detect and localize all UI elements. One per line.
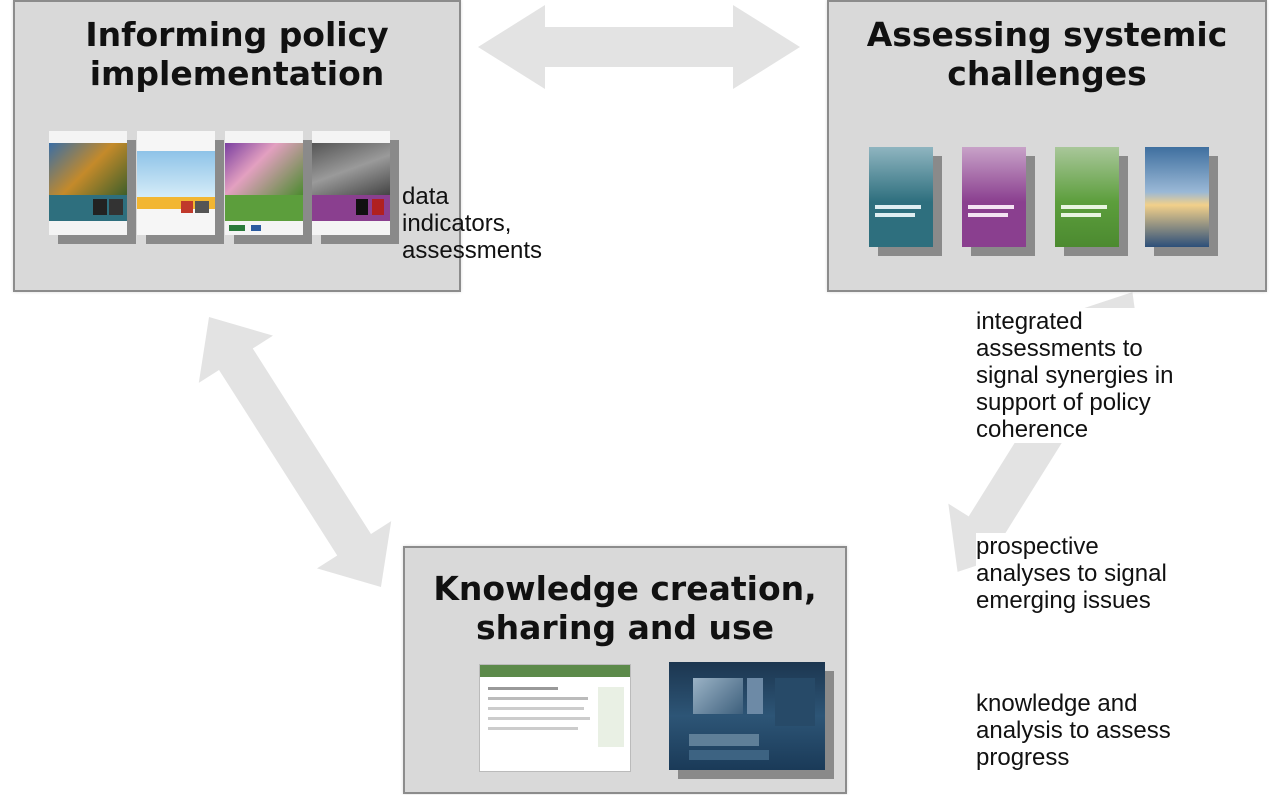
soer-cover-synthesis: [869, 147, 933, 247]
report-cover-water: [49, 131, 127, 235]
soer-cover-country: [1055, 147, 1119, 247]
informing-policy-box: Informing policy implementation: [13, 0, 461, 292]
report-cover-energy: [137, 131, 215, 235]
knowledge-creation-title: Knowledge creation, sharing and use: [433, 569, 817, 647]
informing-note: data indicators, assessments: [402, 183, 543, 264]
assessing-challenges-title: Assessing systemic challenges: [866, 15, 1228, 93]
report-cover-nature: [225, 131, 303, 235]
report-cover-urban: [312, 131, 390, 235]
assessing-note-progress: knowledge and analysis to assess progres…: [976, 690, 1171, 771]
website-screenshot-eye-on-earth: [669, 662, 825, 770]
knowledge-creation-box: Knowledge creation, sharing and use: [403, 546, 847, 794]
double-arrow-top: [478, 5, 800, 89]
assessing-note-prospective: prospective analyses to signal emerging …: [976, 533, 1173, 614]
assessing-note-integrated: integrated assessments to signal synergi…: [976, 308, 1180, 443]
soer-cover-global: [1145, 147, 1209, 247]
assessing-challenges-box: Assessing systemic challenges: [827, 0, 1267, 292]
informing-policy-title: Informing policy implementation: [85, 15, 389, 93]
soer-cover-thematic: [962, 147, 1026, 247]
website-screenshot-eea: [479, 664, 631, 772]
double-arrow-left: [198, 317, 392, 587]
